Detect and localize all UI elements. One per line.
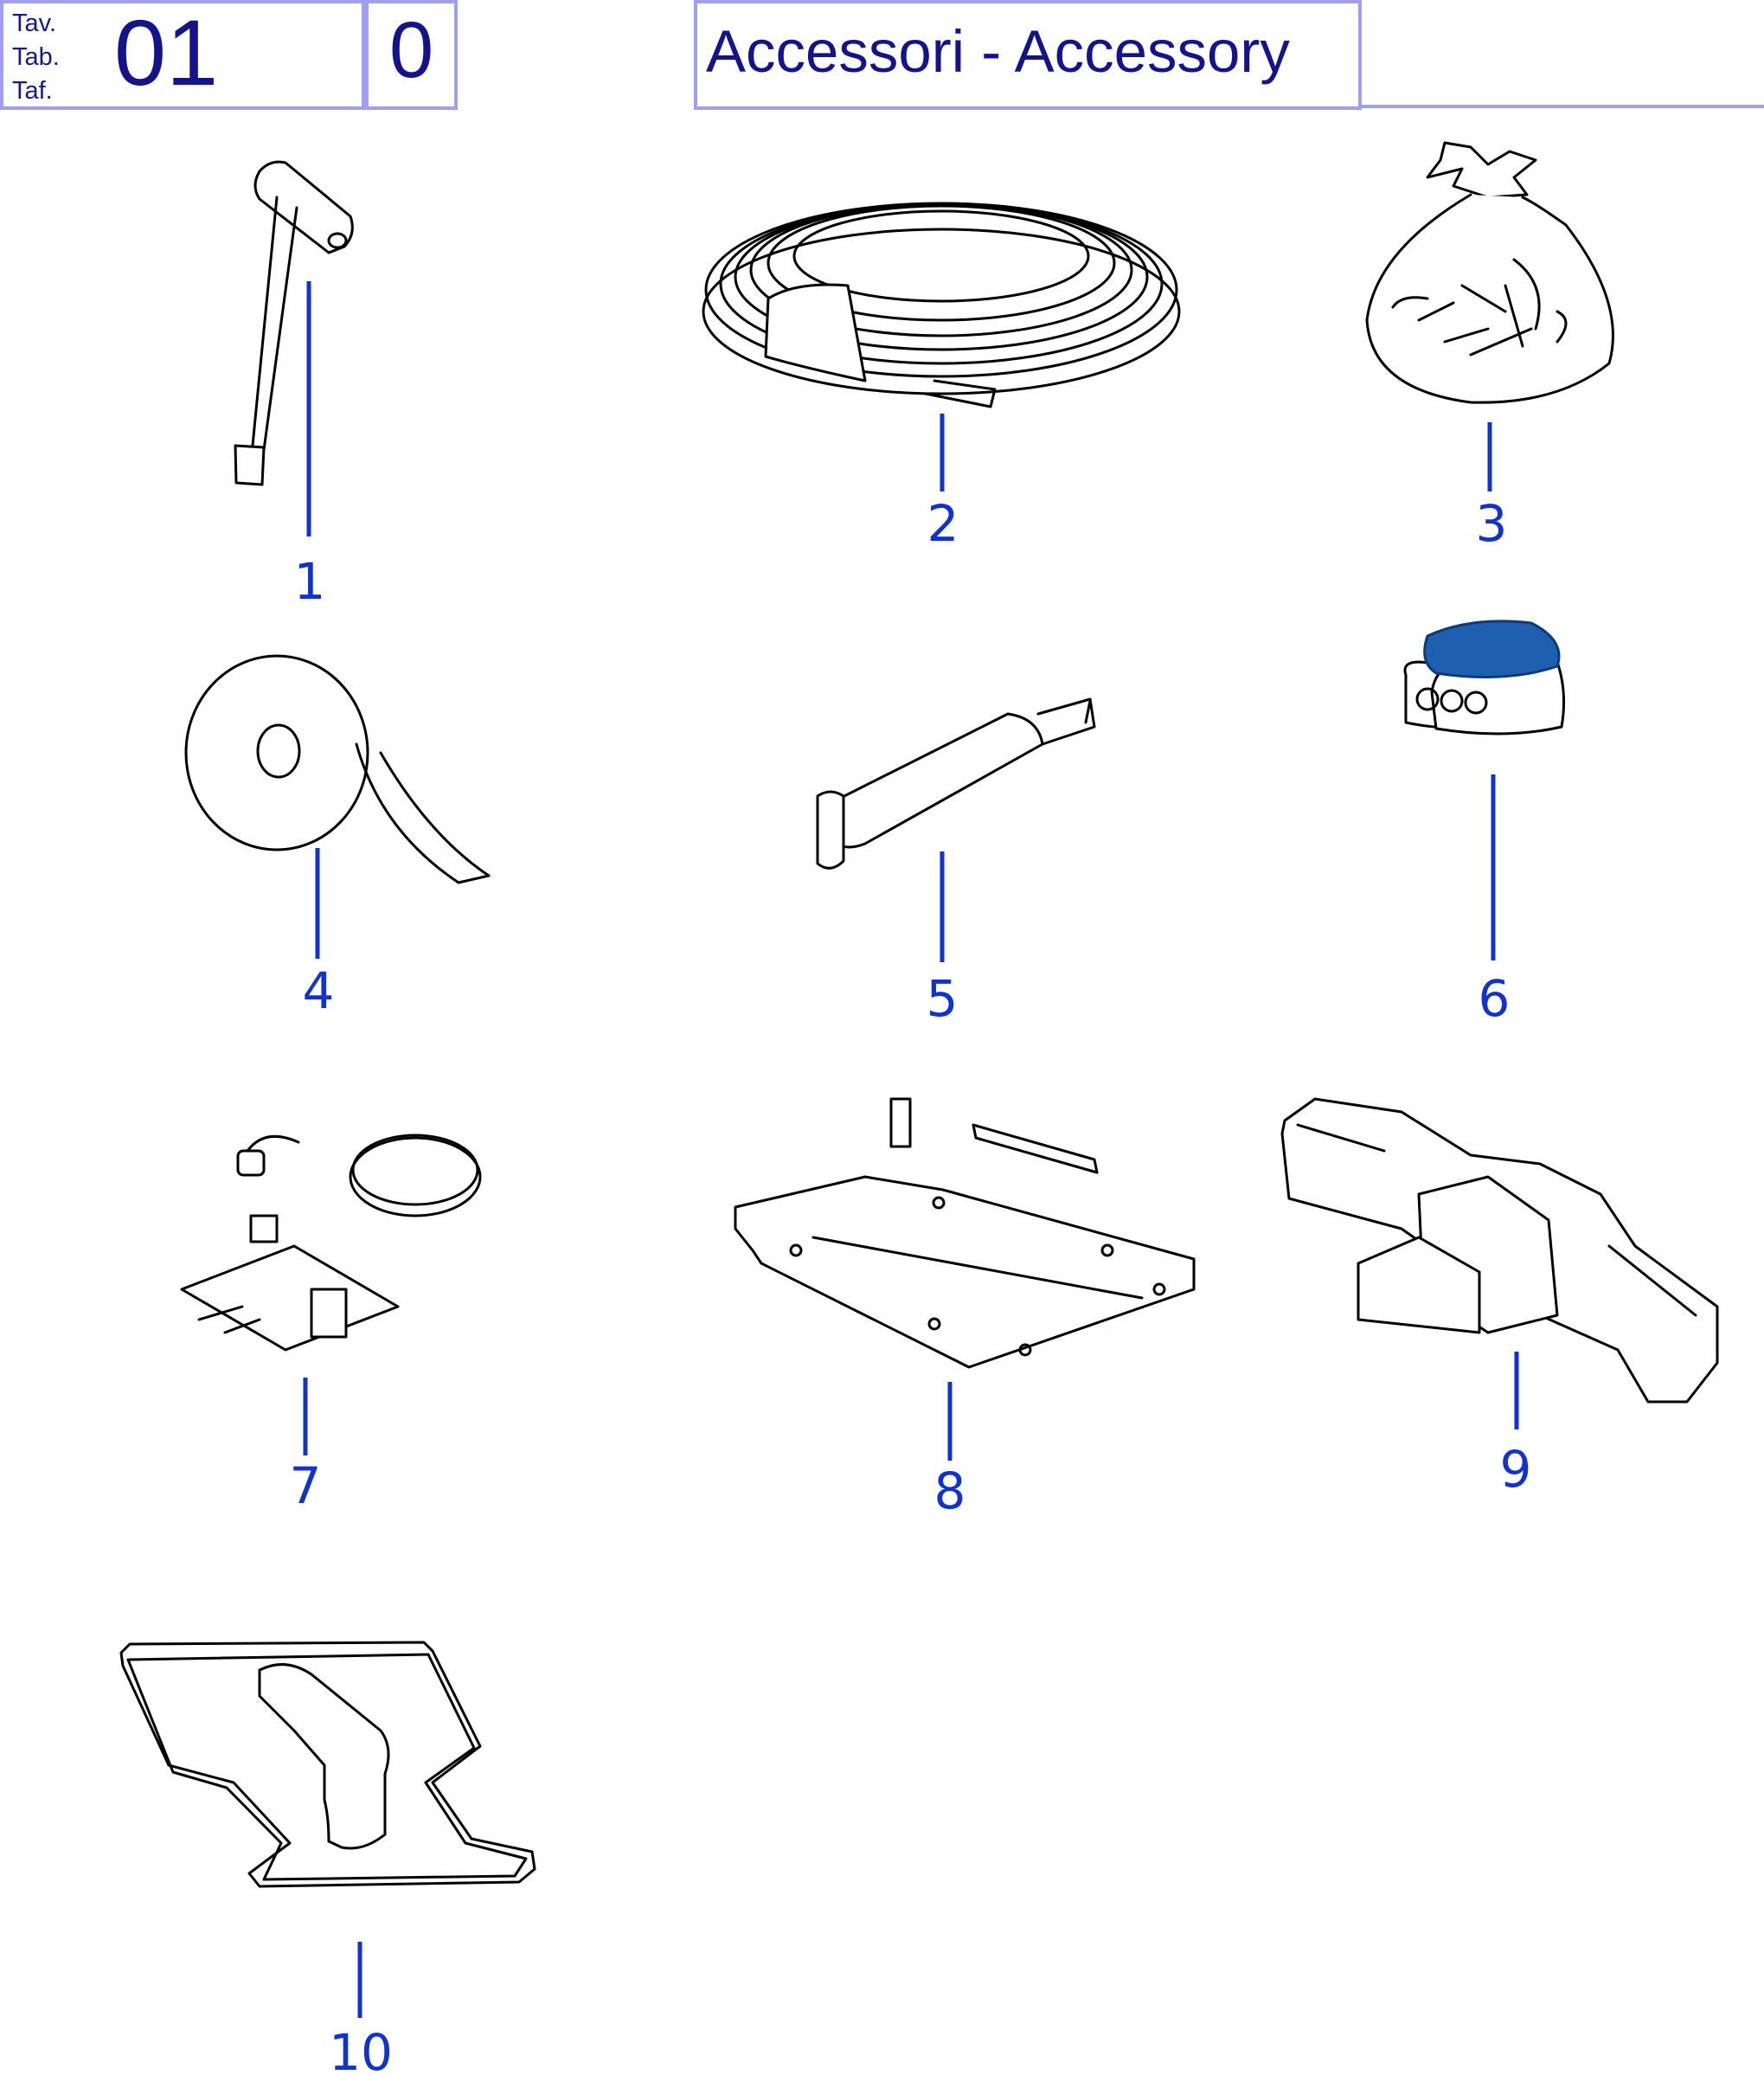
callout-10: 10 [329,2023,393,2075]
wire-connector-icon [1403,620,1566,736]
table-label-tav: Tav. [12,10,57,37]
table-label-tab: Tab. [12,43,60,71]
callout-2: 2 [927,494,959,553]
callout-9: 9 [1500,1440,1532,1499]
table-number: 01 [114,0,219,105]
stake-bag-icon [1365,141,1614,404]
gasket-icon [119,1641,536,1888]
tape-roll-icon [184,654,491,884]
callout-4: 4 [303,961,335,1020]
page-title: Accessori - Accessory [706,18,1290,85]
callout-6: 6 [1479,969,1511,1028]
revision-number: 0 [389,6,434,94]
t-handle-hex-key-icon [234,160,354,486]
revision-box [365,0,458,110]
wire-coil-icon [702,202,1181,408]
header-rule [1358,105,1764,108]
callout-8: 8 [934,1461,966,1520]
circuit-board-icon [180,1134,482,1352]
grease-tube-icon [816,697,1096,870]
callout-1: 1 [294,552,326,611]
callout-7: 7 [290,1456,322,1515]
callout-5: 5 [927,969,959,1028]
leader-lines [303,281,1519,2018]
table-labels: Tav. Tab. Taf. [12,7,60,108]
base-plate-icon [734,1097,1196,1369]
housing-block-icon [1280,1097,1719,1404]
callout-3: 3 [1476,494,1508,553]
table-number-box: Tav. Tab. Taf. 01 [0,0,365,110]
callout-numbers: 1 2 3 4 5 6 7 8 9 10 [290,494,1532,2075]
table-label-taf: Taf. [12,77,53,105]
title-box [694,0,1362,110]
